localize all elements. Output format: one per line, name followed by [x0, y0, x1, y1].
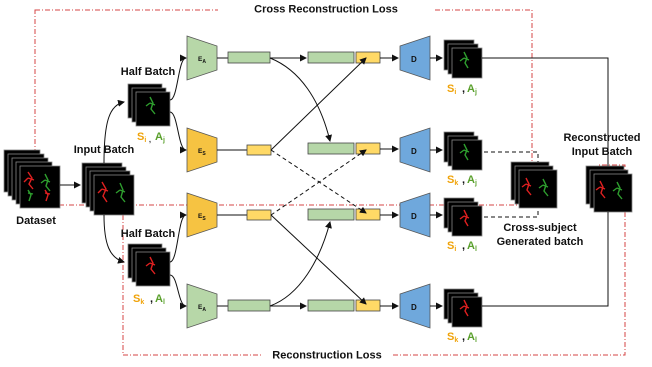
decoder-row3: D: [399, 192, 431, 238]
latent-pair-row1: [307, 51, 381, 64]
reconstruction-loss-border: [122, 164, 626, 356]
reconstructed-label-line2: Input Batch: [572, 146, 633, 158]
cross-subject-batch-stack: [510, 161, 558, 209]
latent-pair-row4: [307, 299, 381, 312]
svg-text:,: ,: [150, 293, 153, 305]
output-tag-row3: Si , Al: [447, 240, 477, 253]
svg-text:Si: Si: [447, 83, 456, 96]
svg-text:,: ,: [462, 83, 465, 95]
latent-subject-top: [246, 144, 272, 156]
encoder-action-bottom: EA: [186, 283, 218, 329]
svg-text:Aj: Aj: [467, 83, 477, 96]
latent-action-top: [227, 51, 271, 64]
half-batch-top-tag: Si , Aj: [137, 131, 165, 144]
decoder-row4: D: [399, 283, 431, 329]
latent-pair-row3: [307, 208, 381, 221]
output-stack-row1: [443, 39, 483, 79]
decoder-row1: D: [399, 35, 431, 81]
svg-text:EA: EA: [198, 304, 206, 313]
output-tag-row1: Si , Aj: [447, 83, 477, 96]
latent-pair-row2: [307, 142, 381, 155]
svg-text:,: ,: [462, 240, 465, 252]
svg-text:EA: EA: [198, 56, 206, 65]
decoder-row2: D: [399, 127, 431, 173]
output-tag-row4: Sk , Al: [447, 331, 477, 344]
output-stack-row3: [443, 197, 483, 237]
input-batch-stack: [81, 162, 135, 216]
svg-text:D: D: [411, 212, 417, 221]
svg-text:Sk: Sk: [133, 293, 144, 306]
half-batch-bottom-tag: Sk , Al: [133, 293, 165, 306]
cross-reconstruction-loss-label: Cross Reconstruction Loss: [254, 4, 398, 16]
svg-text:Al: Al: [155, 293, 165, 306]
svg-text:Si: Si: [137, 131, 146, 144]
svg-text:ES: ES: [198, 148, 206, 157]
cross-reconstruction-loss-border: [34, 9, 533, 206]
latent-subject-bottom: [246, 209, 272, 221]
reconstruction-loss-label: Reconstruction Loss: [272, 350, 381, 362]
output-stack-row4: [443, 288, 483, 328]
output-tag-row2: Sk , Aj: [447, 174, 477, 187]
reconstructed-label-line1: Reconstructed: [563, 132, 640, 144]
svg-text:Sk: Sk: [447, 331, 458, 344]
half-batch-bottom-label: Half Batch: [121, 228, 176, 240]
encoder-action-top: EA: [186, 35, 218, 81]
half-batch-top-stack: [127, 83, 171, 127]
svg-text:Aj: Aj: [467, 174, 477, 187]
svg-text:Sk: Sk: [447, 174, 458, 187]
reconstructed-batch-stack: [585, 165, 633, 213]
half-batch-top-label: Half Batch: [121, 66, 176, 78]
svg-text:D: D: [411, 147, 417, 156]
svg-text:,: ,: [149, 137, 151, 144]
svg-text:Al: Al: [467, 240, 477, 253]
svg-text:,: ,: [462, 174, 465, 186]
encoder-subject-top: ES: [186, 127, 218, 173]
cross-subject-label-line2: Generated batch: [497, 236, 584, 248]
svg-text:,: ,: [462, 331, 465, 343]
half-batch-bottom-stack: [127, 243, 171, 287]
cross-subject-label-line1: Cross-subject: [503, 222, 577, 234]
dataset-stack: [3, 149, 61, 209]
latent-action-bottom: [227, 299, 271, 312]
dataset-label: Dataset: [16, 215, 56, 227]
svg-text:D: D: [411, 55, 417, 64]
svg-text:Aj: Aj: [155, 131, 165, 144]
svg-text:Si: Si: [447, 240, 456, 253]
svg-text:D: D: [411, 303, 417, 312]
encoder-subject-bottom: ES: [186, 192, 218, 238]
svg-text:Al: Al: [467, 331, 477, 344]
output-stack-row2: [443, 131, 483, 171]
svg-text:ES: ES: [198, 213, 206, 222]
